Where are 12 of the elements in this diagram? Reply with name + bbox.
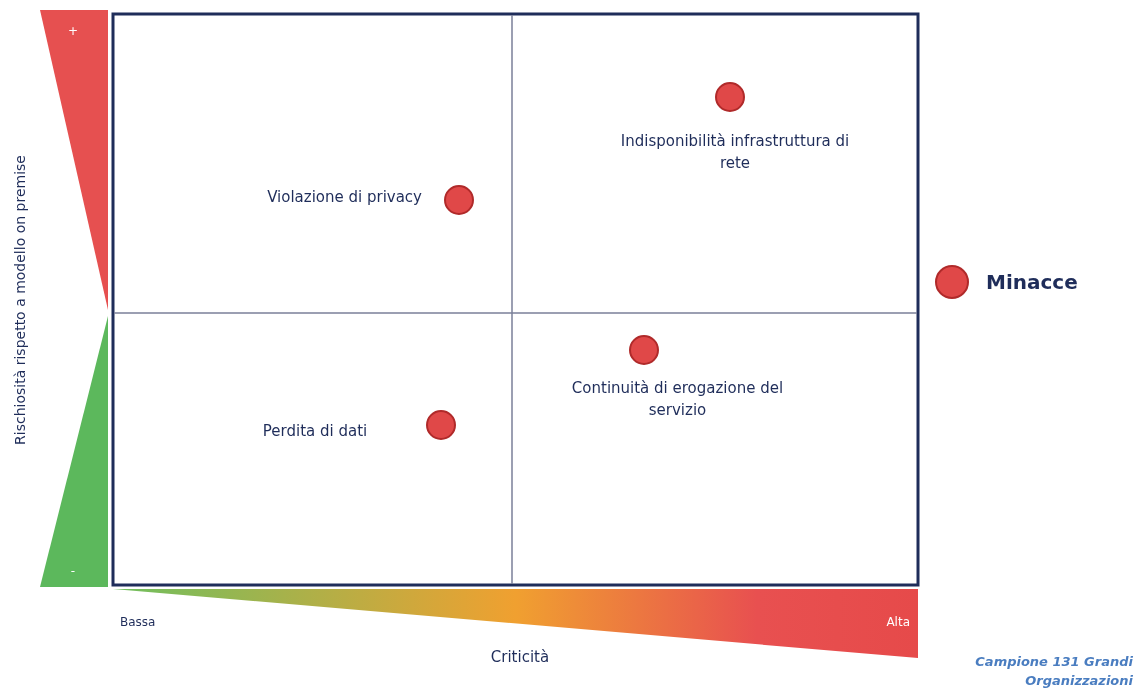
axis-end-label: Bassa xyxy=(120,614,157,631)
plus-sign: + xyxy=(66,23,80,40)
legend-label: Minacce xyxy=(986,269,1078,295)
axis-end-label: Alta xyxy=(885,614,910,631)
axis-title: Criticità xyxy=(489,647,551,668)
threat-label: Violazione di privacy xyxy=(266,187,422,208)
threat-label: Continuità di erogazione del servizio xyxy=(570,378,785,421)
sample-note: Campione 131 Grandi Organizzazioni xyxy=(974,653,1133,690)
axis-title: Rischiosità rispetto a modello on premise xyxy=(11,154,29,447)
threat-label: Perdita di dati xyxy=(261,421,369,442)
threat-label: Indisponibilità infrastruttura di rete xyxy=(619,131,851,174)
minus-sign: - xyxy=(69,563,77,580)
